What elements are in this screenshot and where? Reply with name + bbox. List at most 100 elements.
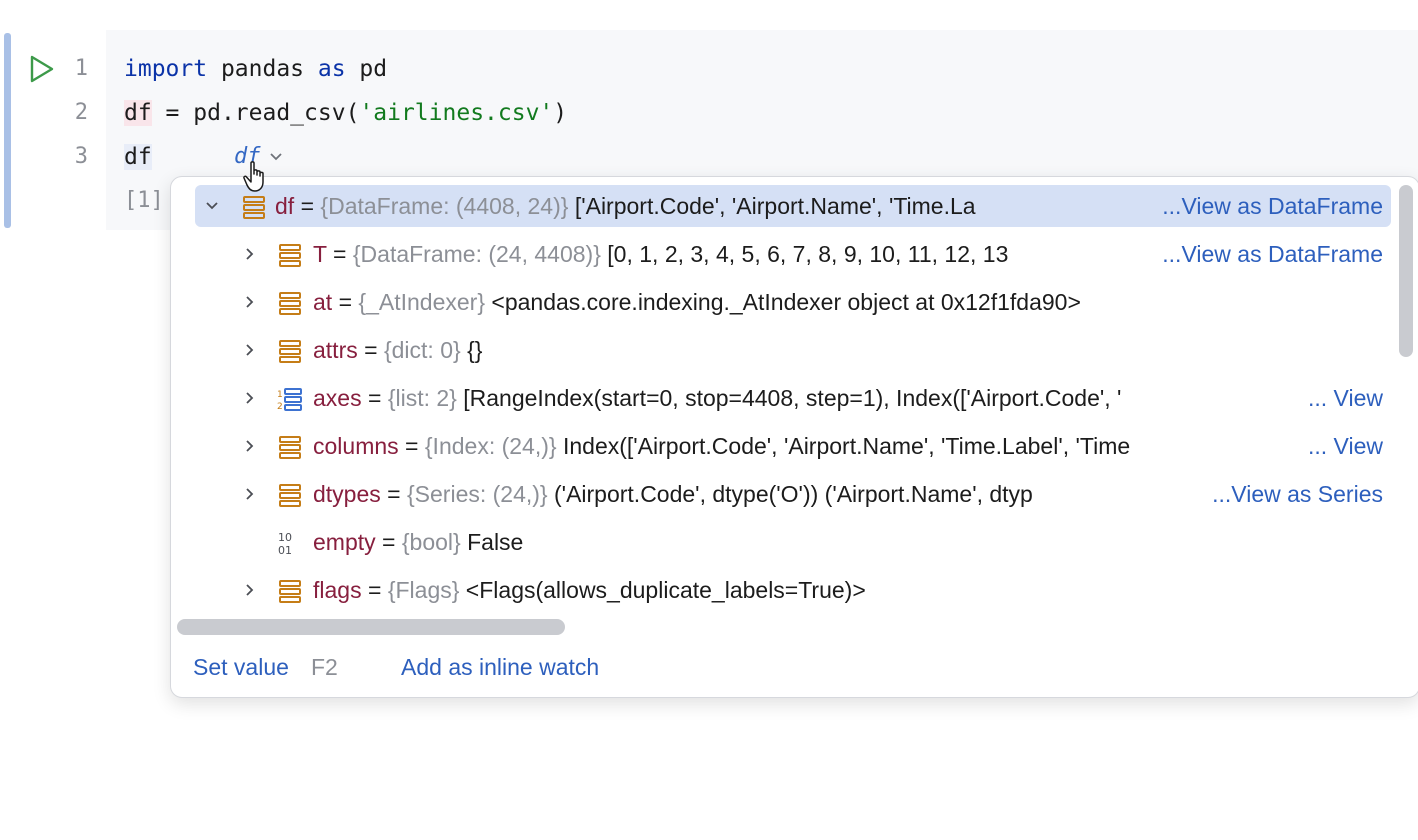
- tree-row[interactable]: flags = {Flags} <Flags(allows_duplicate_…: [195, 569, 1391, 611]
- list-icon: 12: [277, 388, 302, 412]
- chevron-right-icon[interactable]: [241, 293, 259, 311]
- line-number: 1: [74, 56, 88, 81]
- var-name: attrs: [313, 337, 358, 363]
- row-text: axes = {list: 2} [RangeIndex(start=0, st…: [313, 377, 1313, 419]
- execution-count: [1]: [124, 188, 164, 213]
- var-eq: =: [357, 337, 384, 363]
- cell-selection-bar: [4, 33, 11, 228]
- dataframe-icon: [279, 580, 301, 603]
- chevron-right-icon[interactable]: [241, 437, 259, 455]
- dataframe-icon: [279, 436, 301, 459]
- line-number: 2: [74, 100, 88, 125]
- chevron-right-icon[interactable]: [241, 485, 259, 503]
- dataframe-icon: [279, 340, 301, 363]
- var-eq: =: [398, 433, 425, 459]
- var-eq: =: [380, 481, 407, 507]
- code-line-3[interactable]: df: [124, 141, 152, 173]
- var-type: {list: 2}: [387, 385, 457, 411]
- view-link[interactable]: ... View: [1306, 377, 1383, 419]
- tree-row[interactable]: dtypes = {Series: (24,)} ('Airport.Code'…: [195, 473, 1391, 515]
- var-type: {Series: (24,)}: [406, 481, 548, 507]
- add-inline-watch-link[interactable]: Add as inline watch: [401, 654, 600, 680]
- var-name: df: [275, 193, 295, 219]
- var-type: {DataFrame: (24, 4408)}: [352, 241, 601, 267]
- chevron-right-icon[interactable]: [241, 389, 259, 407]
- var-type: {DataFrame: (4408, 24)}: [320, 193, 569, 219]
- chevron-down-icon[interactable]: [267, 148, 285, 166]
- chevron-right-icon[interactable]: [241, 581, 259, 599]
- tree-row[interactable]: T = {DataFrame: (24, 4408)} [0, 1, 2, 3,…: [195, 233, 1391, 275]
- var-value: {}: [460, 337, 483, 363]
- code-text: ): [553, 100, 568, 126]
- vertical-scrollbar[interactable]: [1399, 185, 1413, 357]
- code-text: = pd.read_csv(: [151, 100, 360, 126]
- row-text: dtypes = {Series: (24,)} ('Airport.Code'…: [313, 473, 1213, 515]
- code-text: pandas: [207, 56, 318, 82]
- var-value: False: [460, 529, 524, 555]
- var-value: <pandas.core.indexing._AtIndexer object …: [485, 289, 1081, 315]
- horizontal-scrollbar[interactable]: [177, 619, 565, 635]
- inline-value-hint[interactable]: df: [234, 141, 285, 173]
- view-link[interactable]: ... View: [1306, 425, 1383, 467]
- var-value: ['Airport.Code', 'Airport.Name', 'Time.L…: [568, 193, 976, 219]
- svg-text:01: 01: [278, 544, 292, 556]
- var-type: {Index: (24,)}: [424, 433, 557, 459]
- tree-row[interactable]: df = {DataFrame: (4408, 24)} ['Airport.C…: [195, 185, 1391, 227]
- set-value-link[interactable]: Set value: [193, 654, 289, 680]
- line-number: 3: [74, 144, 88, 169]
- variable-tree[interactable]: df = {DataFrame: (4408, 24)} ['Airport.C…: [171, 185, 1391, 615]
- chevron-down-icon[interactable]: [203, 197, 221, 215]
- chevron-right-icon[interactable]: [241, 341, 259, 359]
- var-name: axes: [313, 385, 362, 411]
- keyword: import: [124, 56, 208, 82]
- variable-inspector-popup: df = {DataFrame: (4408, 24)} ['Airport.C…: [170, 176, 1418, 698]
- row-text: columns = {Index: (24,)} Index(['Airport…: [313, 425, 1313, 467]
- tree-row[interactable]: columns = {Index: (24,)} Index(['Airport…: [195, 425, 1391, 467]
- keyword: as: [317, 56, 346, 82]
- var-type: {Flags}: [387, 577, 460, 603]
- chevron-right-icon[interactable]: [241, 245, 259, 263]
- set-value-shortcut: F2: [311, 654, 338, 680]
- var-eq: =: [332, 289, 359, 315]
- var-eq: =: [326, 241, 353, 267]
- view-as-dataframe-link[interactable]: ...View as DataFrame: [1160, 233, 1383, 275]
- variable-df[interactable]: df: [124, 144, 152, 170]
- var-name: empty: [313, 529, 376, 555]
- var-value: Index(['Airport.Code', 'Airport.Name', '…: [556, 433, 1131, 459]
- dataframe-icon: [243, 196, 265, 219]
- row-text: T = {DataFrame: (24, 4408)} [0, 1, 2, 3,…: [313, 233, 1153, 275]
- row-text: flags = {Flags} <Flags(allows_duplicate_…: [313, 569, 1391, 611]
- inline-hint-label: df: [234, 144, 261, 169]
- view-as-series-link[interactable]: ...View as Series: [1210, 473, 1383, 515]
- var-name: at: [313, 289, 333, 315]
- svg-text:10: 10: [278, 531, 292, 544]
- svg-text:2: 2: [277, 402, 283, 412]
- var-name: flags: [313, 577, 362, 603]
- var-value: <Flags(allows_duplicate_labels=True)>: [459, 577, 866, 603]
- var-eq: =: [294, 193, 321, 219]
- view-as-dataframe-link[interactable]: ...View as DataFrame: [1160, 185, 1383, 227]
- var-value: ('Airport.Code', dtype('O')) ('Airport.N…: [547, 481, 1033, 507]
- var-name: dtypes: [313, 481, 381, 507]
- code-line-1[interactable]: import pandas as pd: [124, 53, 387, 85]
- row-text: df = {DataFrame: (4408, 24)} ['Airport.C…: [275, 185, 1155, 227]
- dataframe-icon: [279, 244, 301, 267]
- var-name: columns: [313, 433, 399, 459]
- var-eq: =: [375, 529, 402, 555]
- run-cell-icon[interactable]: [28, 54, 56, 84]
- row-text: attrs = {dict: 0} {}: [313, 329, 1391, 371]
- var-type: {bool}: [401, 529, 461, 555]
- code-line-2[interactable]: df = pd.read_csv('airlines.csv'): [124, 97, 567, 129]
- dataframe-icon: [279, 484, 301, 507]
- tree-row[interactable]: at = {_AtIndexer} <pandas.core.indexing.…: [195, 281, 1391, 323]
- var-value: [RangeIndex(start=0, stop=4408, step=1),…: [456, 385, 1122, 411]
- dataframe-icon: [279, 292, 301, 315]
- tree-row[interactable]: attrs = {dict: 0} {}: [195, 329, 1391, 371]
- popup-footer: Set value F2 Add as inline watch: [171, 647, 1418, 687]
- string-literal: 'airlines.csv': [359, 100, 554, 126]
- var-name: T: [313, 241, 327, 267]
- code-text: pd: [345, 56, 388, 82]
